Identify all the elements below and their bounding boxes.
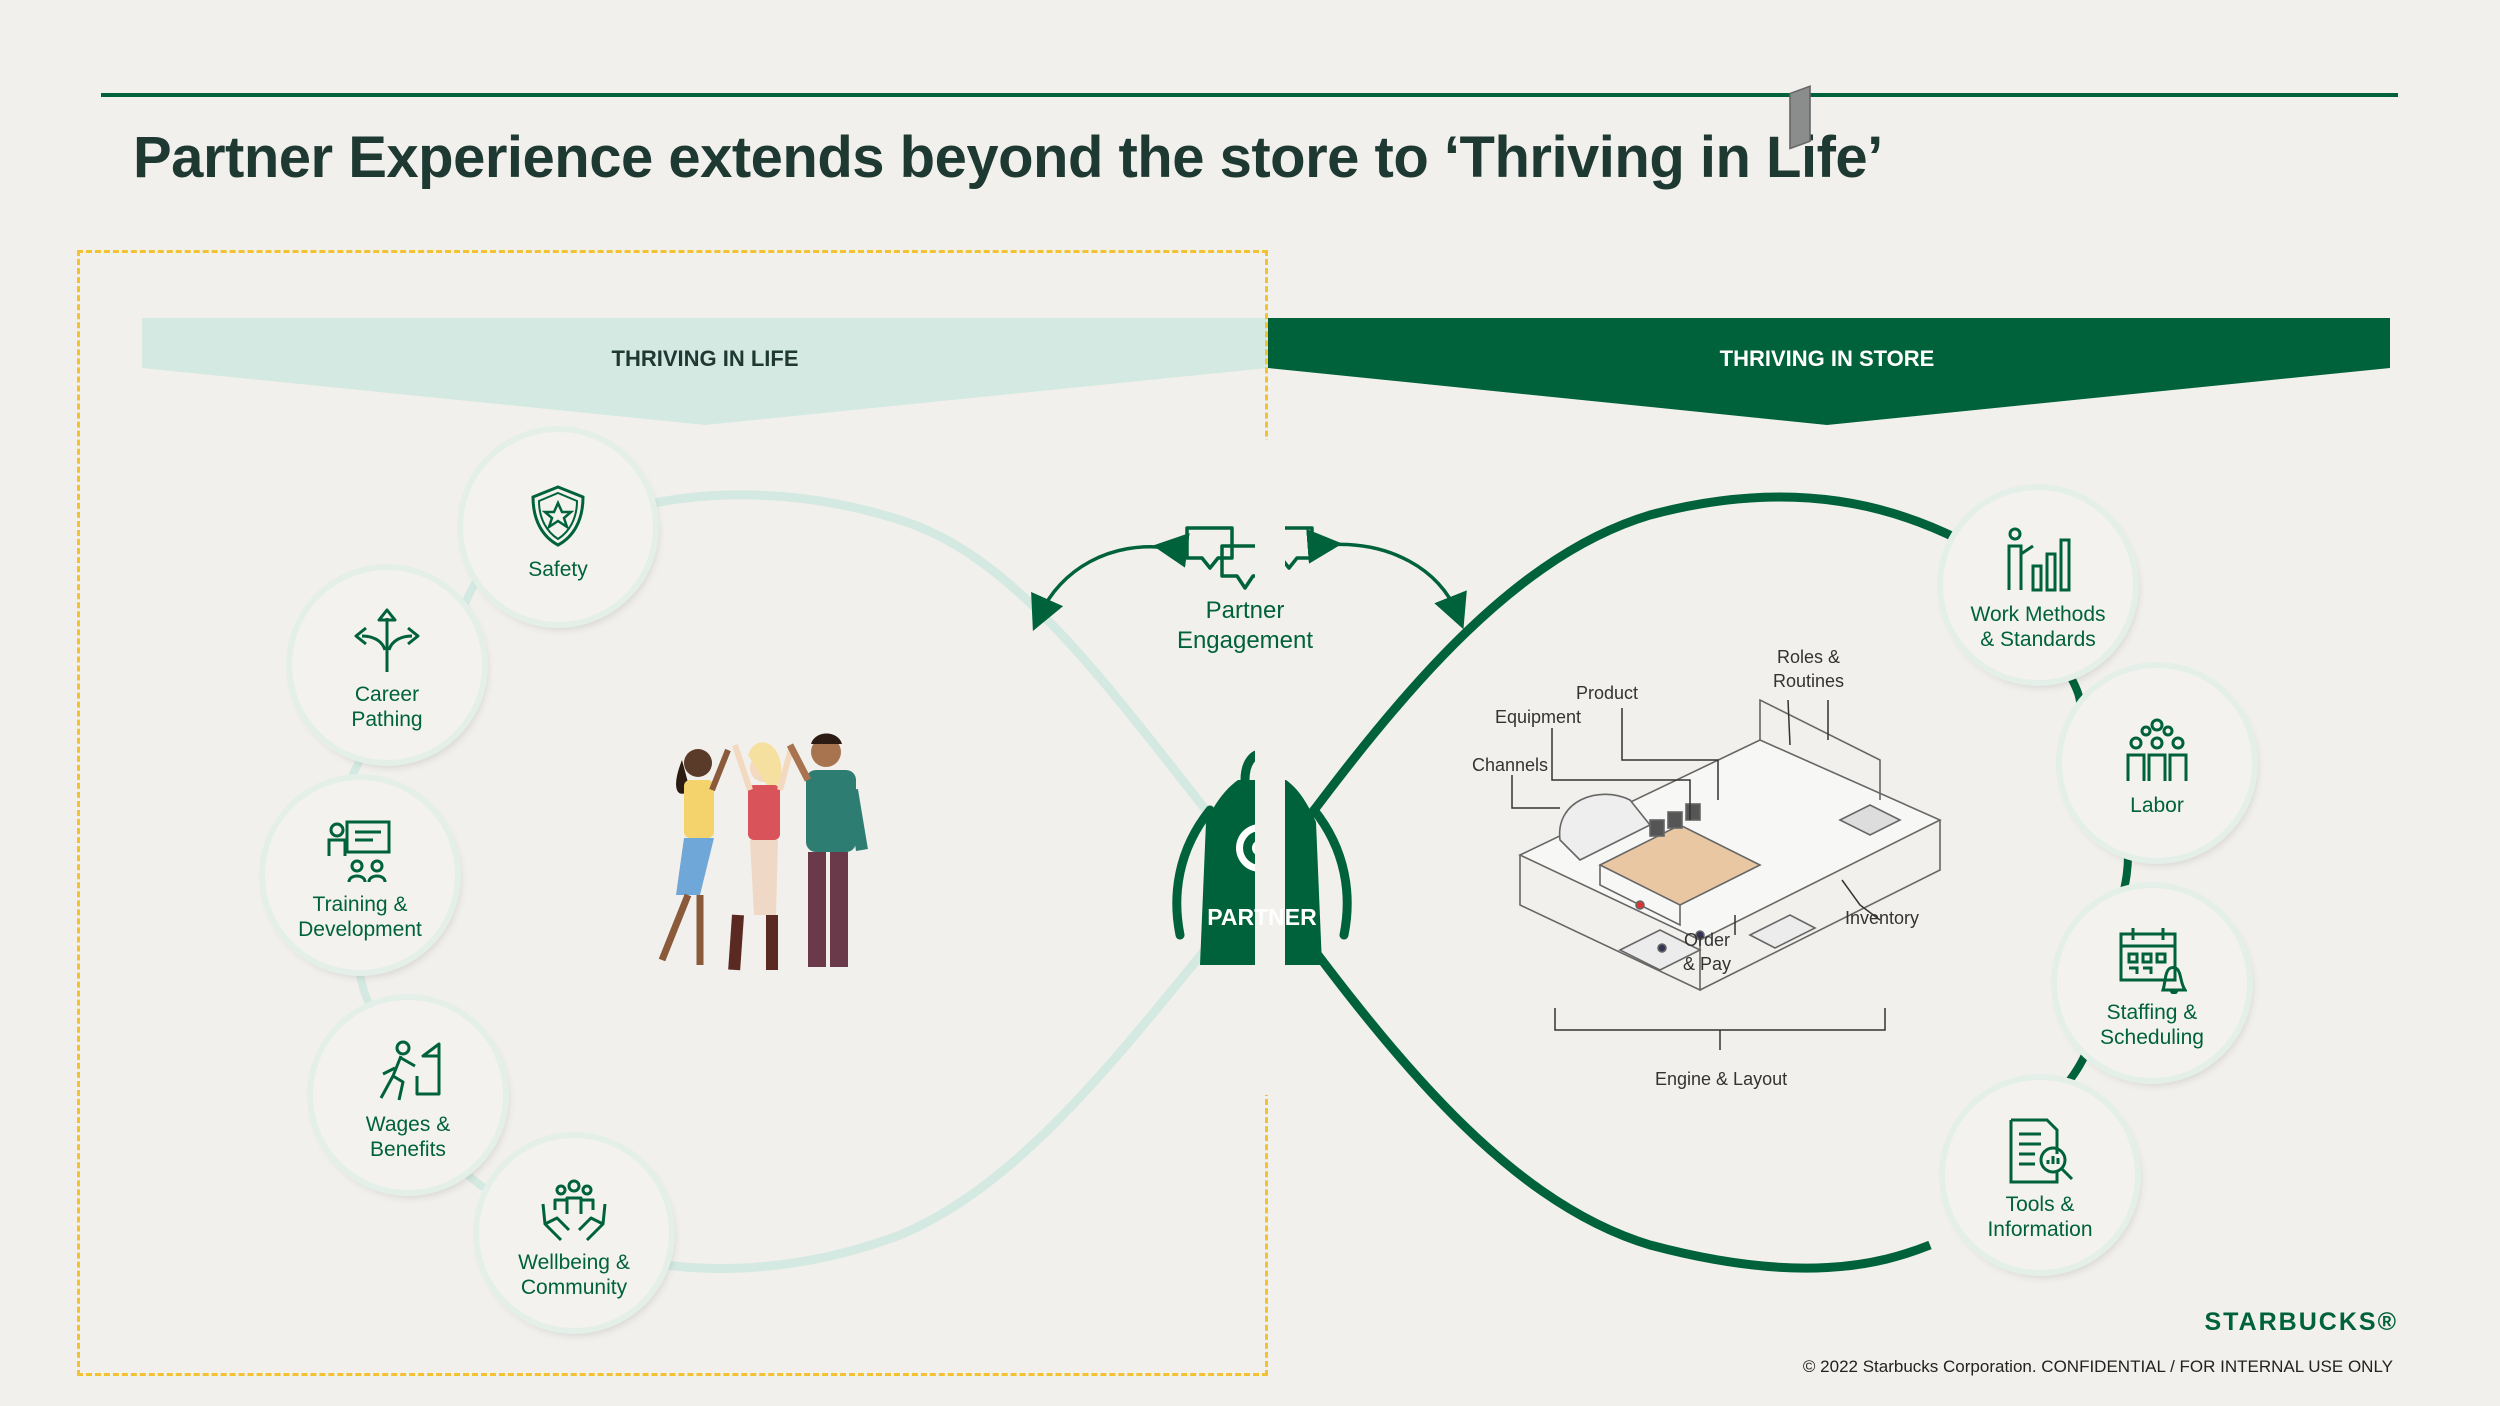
store-layout-illustration bbox=[1518, 85, 1942, 992]
store-label-engine-layout: Engine & Layout bbox=[1655, 1069, 1788, 1089]
store-connector bbox=[2120, 854, 2132, 891]
page-title: Partner Experience extends beyond the st… bbox=[133, 125, 1883, 190]
life-item-label: Wellbeing & Community bbox=[518, 1251, 630, 1299]
store-item-label: Labor bbox=[2130, 793, 2184, 817]
store-item-staffing-scheduling[interactable]: Staffing & Scheduling bbox=[2057, 888, 2247, 1078]
life-item-label: Career Pathing bbox=[351, 683, 423, 731]
store-label-equipment: Equipment bbox=[1495, 707, 1582, 727]
thriving-in-life-highlight-box bbox=[77, 250, 1268, 1376]
chart-person-icon bbox=[2007, 527, 2071, 592]
store-label-product: Product bbox=[1576, 683, 1639, 703]
store-item-work-methods[interactable]: Work Methods & Standards bbox=[1943, 490, 2133, 680]
thriving-in-store-banner bbox=[1268, 318, 2390, 425]
copyright-notice: © 2022 Starbucks Corporation. CONFIDENTI… bbox=[1802, 1357, 2393, 1376]
top-rule bbox=[101, 93, 2398, 97]
store-item-label: Tools & Information bbox=[1987, 1193, 2093, 1241]
store-item-label: Work Methods & Standards bbox=[1970, 603, 2106, 651]
life-item-career-pathing[interactable]: Career Pathing bbox=[292, 570, 482, 760]
people-illustration bbox=[658, 733, 868, 971]
store-loop-upper bbox=[1258, 492, 1963, 883]
life-item-training-development[interactable]: Training & Development bbox=[265, 780, 455, 970]
store-label-channels: Channels bbox=[1472, 755, 1549, 775]
shield-star-icon bbox=[531, 484, 585, 547]
life-loop-upper bbox=[597, 490, 1266, 883]
team-icon bbox=[2126, 718, 2188, 781]
store-label-roles-routines: Roles & Routines bbox=[1773, 647, 1845, 691]
document-search-icon bbox=[2009, 1118, 2074, 1184]
store-label-order-pay: Order & Pay bbox=[1683, 930, 1732, 974]
hands-community-icon bbox=[541, 1179, 607, 1242]
thriving-in-life-banner bbox=[142, 318, 1268, 425]
partner-label: PARTNER bbox=[1207, 904, 1317, 930]
partner-engagement-label: Partner Engagement bbox=[1176, 597, 1314, 654]
calendar-bell-icon bbox=[2119, 928, 2187, 994]
engagement-arrow-right bbox=[1306, 528, 1467, 630]
life-item-label: Safety bbox=[528, 557, 588, 581]
store-label-inventory: Inventory bbox=[1845, 908, 1920, 928]
store-loop-lower bbox=[1258, 877, 1932, 1273]
engagement-arrow-left bbox=[1031, 532, 1190, 631]
direction-arrows-icon bbox=[354, 608, 420, 672]
store-item-labor[interactable]: Labor bbox=[2062, 668, 2252, 858]
life-item-label: Wages & Benefits bbox=[365, 1113, 451, 1161]
store-leader-lines bbox=[1511, 699, 1886, 1050]
life-item-label: Training & Development bbox=[298, 893, 422, 941]
presentation-icon bbox=[327, 820, 391, 883]
life-item-wellbeing-community[interactable]: Wellbeing & Community bbox=[479, 1138, 669, 1328]
life-item-safety[interactable]: Safety bbox=[463, 432, 653, 622]
store-item-label: Staffing & Scheduling bbox=[2100, 1001, 2204, 1049]
life-item-wages-benefits[interactable]: Wages & Benefits bbox=[313, 1000, 503, 1190]
banner-label-store: THRIVING IN STORE bbox=[1719, 346, 1935, 371]
starbucks-logo-text: STARBUCKS® bbox=[2204, 1308, 2398, 1336]
climbing-person-icon bbox=[379, 1040, 441, 1101]
store-item-tools-information[interactable]: Tools & Information bbox=[1945, 1080, 2135, 1270]
banner-label-life: THRIVING IN LIFE bbox=[611, 346, 799, 371]
life-loop-lower bbox=[638, 877, 1266, 1274]
